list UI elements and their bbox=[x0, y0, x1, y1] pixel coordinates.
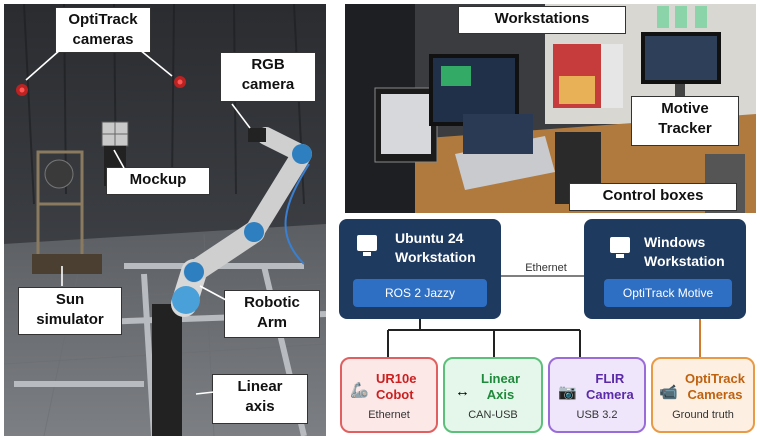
leaf-linear-sub: CAN-USB bbox=[468, 409, 518, 421]
label-control-boxes: Control boxes bbox=[569, 183, 737, 211]
label-motive-tracker: Motive Tracker bbox=[631, 96, 739, 146]
leaf-flir-camera: 📷 FLIR Camera USB 3.2 bbox=[548, 357, 646, 433]
monitor-stand bbox=[363, 252, 371, 256]
leaf-linear-axis: ↔ Linear Axis CAN-USB bbox=[443, 357, 543, 433]
ubuntu-workstation-box: Ubuntu 24 Workstation ROS 2 Jazzy bbox=[339, 219, 501, 319]
monitor-icon bbox=[357, 235, 377, 251]
workstation-photo bbox=[345, 4, 756, 213]
windows-workstation-title: Windows Workstation bbox=[644, 234, 725, 269]
leaf-optitrack-sub: Ground truth bbox=[672, 409, 734, 421]
label-workstations: Workstations bbox=[458, 6, 626, 34]
callout-arrows-left bbox=[25, 49, 251, 395]
leaf-optitrack-cameras: 📹 OptiTrack Cameras Ground truth bbox=[651, 357, 755, 433]
optitrack-motive-badge: OptiTrack Motive bbox=[604, 279, 732, 307]
label-optitrack-cameras: OptiTrack cameras bbox=[55, 7, 151, 53]
leaf-optitrack-title: OptiTrack Cameras bbox=[685, 371, 745, 402]
leaf-ur10e-sub: Ethernet bbox=[368, 409, 410, 421]
monitor-icon bbox=[610, 237, 630, 253]
label-linear-axis: Linear axis bbox=[212, 374, 308, 424]
double-arrow-icon: ↔ bbox=[455, 383, 470, 400]
camera-icon: 📷 bbox=[558, 384, 577, 401]
leaf-flir-sub: USB 3.2 bbox=[576, 409, 618, 421]
windows-workstation-box: Windows Workstation OptiTrack Motive bbox=[584, 219, 746, 319]
video-camera-icon: 📹 bbox=[659, 384, 678, 401]
monitor-stand bbox=[616, 254, 624, 258]
leaf-ur10e-cobot: 🦾 UR10e Cobot Ethernet bbox=[340, 357, 438, 433]
label-robotic-arm: Robotic Arm bbox=[224, 290, 320, 338]
leaf-linear-title: Linear Axis bbox=[481, 371, 521, 402]
ethernet-link-label: Ethernet bbox=[525, 262, 567, 274]
ros2-jazzy-badge: ROS 2 Jazzy bbox=[353, 279, 487, 307]
leaf-ur10e-title: UR10e Cobot bbox=[376, 371, 417, 402]
label-sun-simulator: Sun simulator bbox=[18, 287, 122, 335]
label-rgb-camera: RGB camera bbox=[220, 52, 316, 102]
diagram-connectors bbox=[387, 275, 701, 358]
label-mockup: Mockup bbox=[106, 167, 210, 195]
ubuntu-workstation-title: Ubuntu 24 Workstation bbox=[395, 230, 476, 265]
leaf-flir-title: FLIR Camera bbox=[586, 371, 634, 402]
robot-arm-icon: 🦾 bbox=[350, 382, 369, 399]
